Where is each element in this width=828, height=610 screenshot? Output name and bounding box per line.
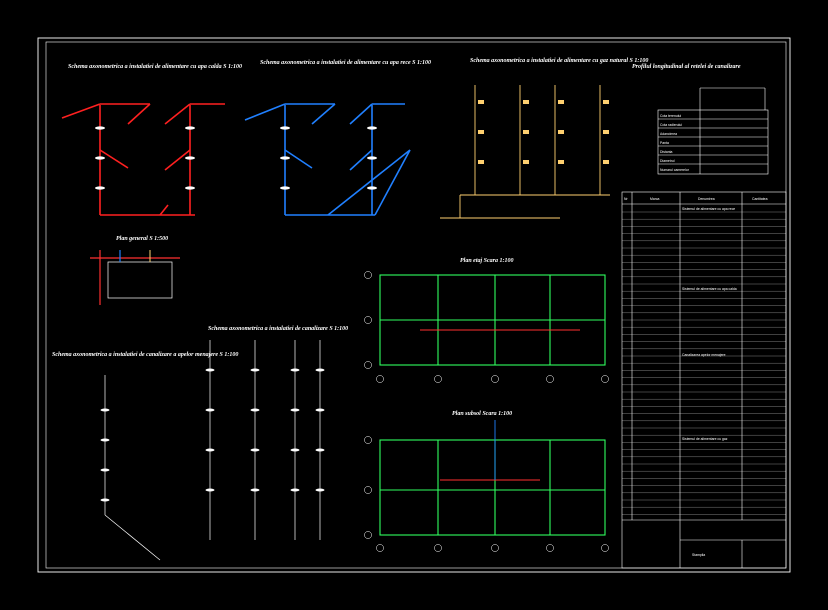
hot-water-fixtures [95, 126, 195, 190]
profile-row-labels: Cota terenului Cota radierului Adancimea… [660, 114, 690, 172]
profile-row: Cota radierului [660, 123, 682, 127]
title-hot-water: Schema axonometrica a instalatiei de ali… [68, 64, 242, 70]
sewer-fixture [100, 498, 110, 502]
axis-bubble [364, 271, 372, 279]
axis-bubble [434, 544, 442, 552]
basement-plan [379, 439, 606, 536]
spec-section: Sistemul de alimentare cu apa rece [682, 207, 735, 211]
spec-header: Denumirea [698, 197, 715, 201]
plan-axis-bubbles [364, 271, 609, 552]
general-site-plan [90, 250, 180, 305]
sewer-fixture [290, 488, 300, 492]
sewer-fixture [315, 448, 325, 452]
sewer-fixture [290, 448, 300, 452]
axis-bubble [546, 375, 554, 383]
cold-water-scheme [244, 103, 411, 216]
axis-bubble [491, 375, 499, 383]
spec-section: Canalizarea apelor menajere [682, 353, 726, 357]
sewer-fixture [290, 368, 300, 372]
profile-row: Adancimea [660, 132, 677, 136]
axis-bubble [364, 486, 372, 494]
title-general-plan: Plan general S 1:500 [116, 236, 168, 242]
axis-bubble [491, 544, 499, 552]
hot-water-scheme [61, 103, 225, 216]
sewer-schemes [104, 340, 321, 561]
gas-scheme [440, 85, 610, 219]
sewer-fixture [250, 408, 260, 412]
title-sewer-left: Schema axonometrica a instalatiei de can… [52, 352, 238, 358]
spec-header: Nr [624, 197, 628, 201]
profile-row: Diametrul [660, 159, 675, 163]
title-basement-plan: Plan subsol Scara 1:100 [452, 411, 512, 417]
plan-pipes [420, 329, 580, 481]
profile-row: Cota terenului [660, 114, 681, 118]
sewer-fixtures [100, 368, 325, 502]
spec-section: Sistemul de alimentare cu apa calda [682, 287, 737, 291]
title-sewer-mid: Schema axonometrica a instalatiei de can… [208, 326, 348, 332]
sewer-fixture [290, 408, 300, 412]
inner-frame [45, 41, 787, 569]
spec-row-lines [622, 211, 786, 515]
sewer-fixture [250, 368, 260, 372]
sewer-fixture [315, 488, 325, 492]
spec-section: Sistemul de alimentare cu gaz [682, 437, 728, 441]
axis-bubble [434, 375, 442, 383]
sewer-fixture [205, 368, 215, 372]
floor-plan [379, 274, 606, 366]
spec-header: Marca [650, 197, 660, 201]
sewer-fixture [315, 408, 325, 412]
axis-bubble [364, 531, 372, 539]
axis-bubble [546, 544, 554, 552]
gas-fixtures [478, 100, 609, 164]
sewer-fixture [315, 368, 325, 372]
profile-row: Numarul camerelor [660, 168, 690, 172]
title-cold-water: Schema axonometrica a instalatiei de ali… [260, 60, 431, 66]
sewer-fixture [250, 448, 260, 452]
sewer-fixture [205, 488, 215, 492]
axis-bubble [364, 316, 372, 324]
axis-bubble [376, 375, 384, 383]
title-gas: Schema axonometrica a instalatiei de ali… [470, 58, 648, 64]
axis-bubble [601, 375, 609, 383]
spec-table-headers: Nr Marca Denumirea Cantitatea Sistemul d… [624, 197, 768, 557]
axis-bubble [376, 544, 384, 552]
title-floor-plan: Plan etaj Scara 1:100 [460, 258, 514, 264]
axis-bubble [601, 544, 609, 552]
sewer-fixture [250, 488, 260, 492]
sewer-profile [657, 87, 769, 175]
sewer-fixture [100, 468, 110, 472]
profile-row: Distanta [660, 150, 673, 154]
sewer-fixture [100, 438, 110, 442]
profile-row: Panta [660, 141, 669, 145]
axis-bubble [364, 361, 372, 369]
axis-bubble [364, 436, 372, 444]
sewer-fixture [205, 408, 215, 412]
specification-table [621, 191, 787, 569]
title-profile: Profilul longitudinal al retelei de cana… [632, 64, 741, 70]
spec-header: Cantitatea [752, 197, 768, 201]
cold-water-fixtures [280, 126, 377, 190]
outer-frame [37, 37, 791, 573]
stamp-label: Stampila [692, 553, 705, 557]
sewer-fixture [100, 408, 110, 412]
sewer-fixture [205, 448, 215, 452]
